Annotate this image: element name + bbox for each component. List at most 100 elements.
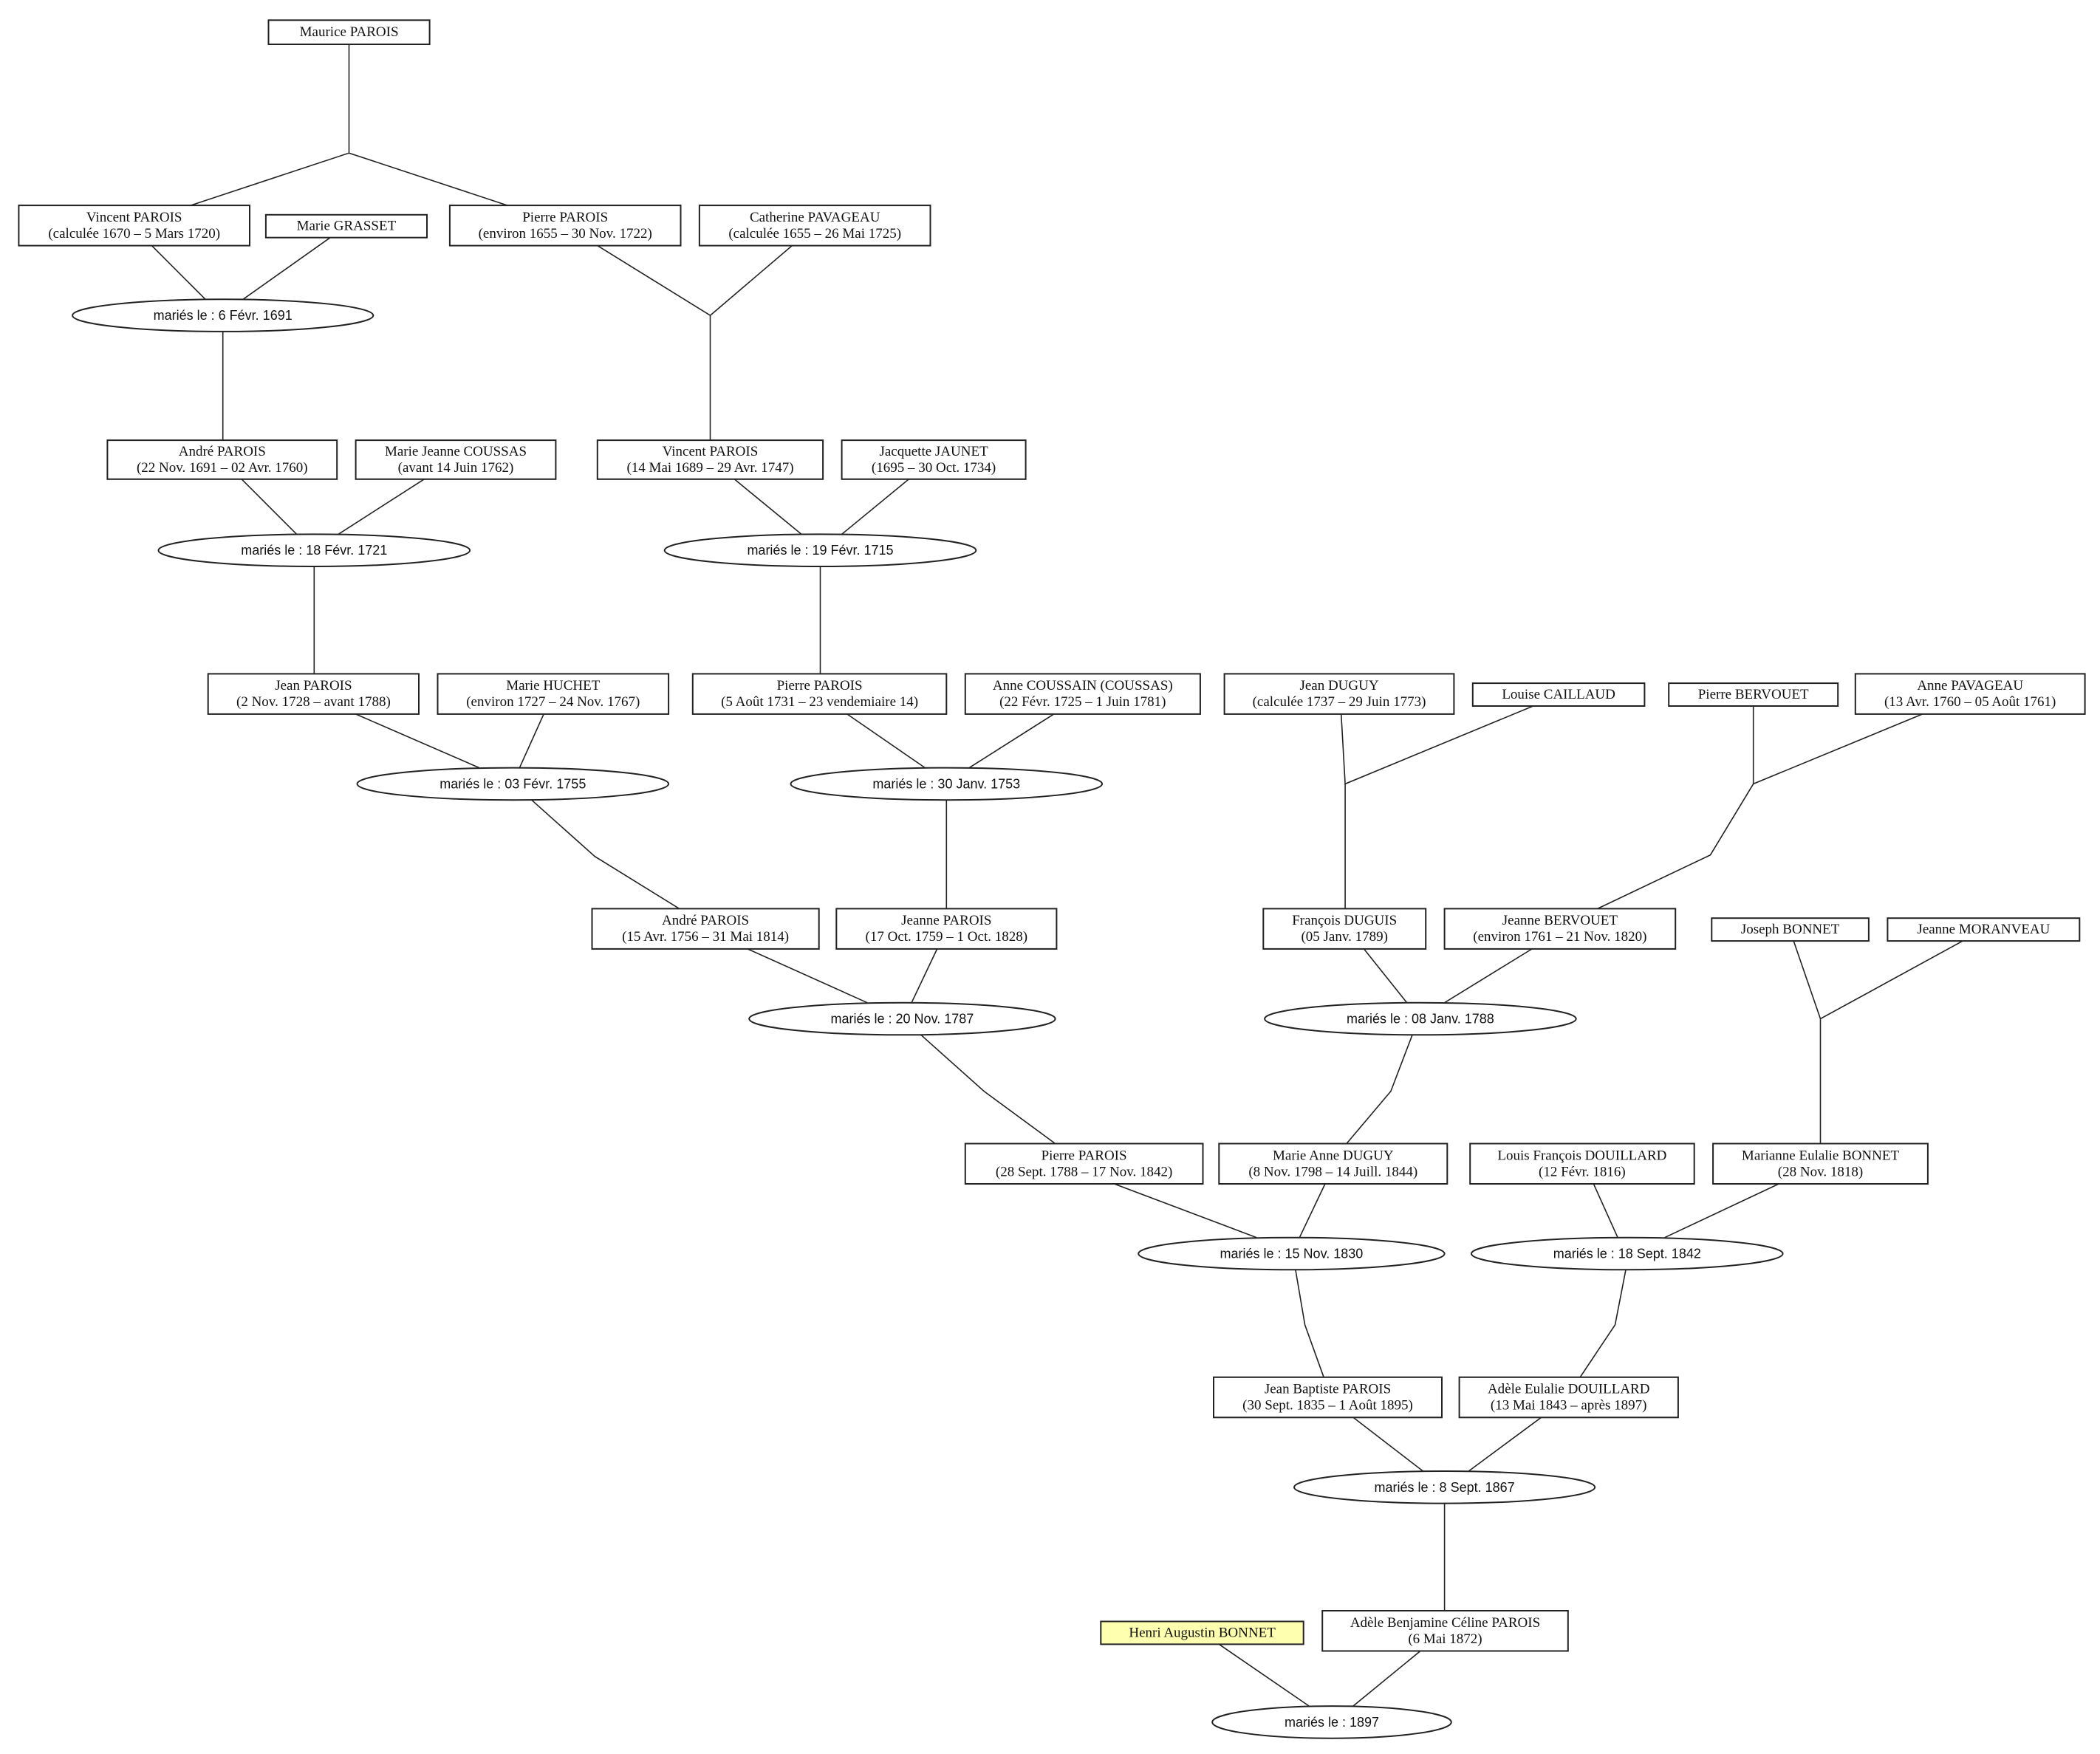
person-box bbox=[964, 673, 1201, 715]
marriage-label: mariés le : 20 Nov. 1787 bbox=[831, 1012, 974, 1027]
person-box bbox=[1471, 682, 1646, 707]
person-dates: (22 Nov. 1691 – 02 Avr. 1760) bbox=[137, 460, 308, 476]
person-node[interactable]: Vincent PAROIS(calculée 1670 – 5 Mars 17… bbox=[18, 205, 251, 247]
person-node[interactable]: Marie Anne DUGUY(8 Nov. 1798 – 14 Juill.… bbox=[1218, 1143, 1449, 1185]
person-node[interactable]: Louis François DOUILLARD(12 Févr. 1816) bbox=[1469, 1143, 1695, 1185]
person-node[interactable]: Pierre PAROIS(environ 1655 – 30 Nov. 172… bbox=[448, 205, 682, 247]
person-name: Jeanne MORANVEAU bbox=[1917, 922, 2050, 937]
person-node[interactable]: Jean PAROIS(2 Nov. 1728 – avant 1788) bbox=[207, 673, 420, 715]
person-node[interactable]: Maurice PAROIS bbox=[267, 19, 431, 45]
marriage-node[interactable]: mariés le : 03 Févr. 1755 bbox=[356, 767, 670, 801]
person-node[interactable]: Marianne Eulalie BONNET(28 Nov. 1818) bbox=[1712, 1143, 1929, 1185]
person-node[interactable]: Jean Baptiste PAROIS(30 Sept. 1835 – 1 A… bbox=[1213, 1376, 1443, 1419]
person-box bbox=[835, 908, 1058, 950]
marriage-ellipse bbox=[1138, 1236, 1446, 1271]
marriage-ellipse bbox=[1293, 1470, 1596, 1504]
connector-line bbox=[1295, 1270, 1324, 1378]
person-dates: (environ 1761 – 21 Nov. 1820) bbox=[1473, 929, 1646, 945]
marriage-node[interactable]: mariés le : 15 Nov. 1830 bbox=[1138, 1236, 1446, 1271]
person-node[interactable]: Adèle Eulalie DOUILLARD(13 Mai 1843 – ap… bbox=[1458, 1376, 1679, 1419]
person-node[interactable]: Jeanne PAROIS(17 Oct. 1759 – 1 Oct. 1828… bbox=[835, 908, 1058, 950]
marriage-node[interactable]: mariés le : 19 Févr. 1715 bbox=[663, 533, 977, 568]
person-node[interactable]: Marie GRASSET bbox=[264, 213, 428, 239]
person-box bbox=[841, 439, 1027, 480]
marriage-node[interactable]: mariés le : 18 Févr. 1721 bbox=[157, 533, 471, 568]
person-box bbox=[1100, 1620, 1304, 1645]
person-node[interactable]: Jacquette JAUNET(1695 – 30 Oct. 1734) bbox=[841, 439, 1027, 480]
connector-line bbox=[1593, 1183, 1618, 1239]
connector-line bbox=[241, 479, 298, 535]
person-node[interactable]: Jeanne MORANVEAU bbox=[1887, 917, 2081, 942]
marriage-ellipse bbox=[157, 533, 471, 568]
connector-line bbox=[1340, 705, 1533, 785]
person-box bbox=[1213, 1376, 1443, 1419]
person-node[interactable]: Pierre PAROIS(28 Sept. 1788 – 17 Nov. 18… bbox=[964, 1143, 1204, 1185]
marriage-node[interactable]: mariés le : 30 Janv. 1753 bbox=[790, 767, 1104, 801]
person-name: Marianne Eulalie BONNET bbox=[1742, 1148, 1900, 1163]
marriage-ellipse bbox=[663, 533, 977, 568]
marriage-node[interactable]: mariés le : 8 Sept. 1867 bbox=[1293, 1470, 1596, 1504]
person-name: Maurice PAROIS bbox=[300, 24, 399, 40]
person-dates: (28 Sept. 1788 – 17 Nov. 1842) bbox=[996, 1164, 1172, 1179]
person-node[interactable]: Vincent PAROIS(14 Mai 1689 – 29 Avr. 174… bbox=[596, 439, 824, 480]
person-box bbox=[1223, 673, 1455, 715]
connector-line bbox=[338, 479, 425, 535]
person-node[interactable]: André PAROIS(15 Avr. 1756 – 31 Mai 1814) bbox=[591, 908, 820, 950]
person-node[interactable]: Pierre BERVOUET bbox=[1668, 682, 1839, 707]
marriage-node[interactable]: mariés le : 18 Sept. 1842 bbox=[1471, 1236, 1784, 1271]
connector-line bbox=[1444, 948, 1533, 1004]
marriage-node[interactable]: mariés le : 1897 bbox=[1211, 1705, 1452, 1739]
marriage-label: mariés le : 1897 bbox=[1285, 1715, 1379, 1730]
marriage-node[interactable]: mariés le : 08 Janv. 1788 bbox=[1264, 1001, 1577, 1036]
person-dates: (05 Janv. 1789) bbox=[1301, 929, 1388, 945]
connector-line bbox=[1346, 1035, 1413, 1145]
person-node[interactable]: Louise CAILLAUD bbox=[1471, 682, 1646, 707]
person-dates: (calculée 1655 – 26 Mai 1725) bbox=[728, 226, 901, 241]
connector-line bbox=[841, 479, 909, 535]
person-dates: (2 Nov. 1728 – avant 1788) bbox=[236, 694, 391, 710]
person-name: Adèle Benjamine Céline PAROIS bbox=[1350, 1615, 1540, 1631]
marriage-label: mariés le : 03 Févr. 1755 bbox=[440, 776, 586, 791]
marriage-ellipse bbox=[790, 767, 1104, 801]
person-dates: (environ 1727 – 24 Nov. 1767) bbox=[466, 694, 640, 710]
marriage-label: mariés le : 15 Nov. 1830 bbox=[1220, 1247, 1364, 1261]
person-box bbox=[591, 908, 820, 950]
connector-line bbox=[1352, 1650, 1421, 1707]
person-node[interactable]: Marie Jeanne COUSSAS(avant 14 Juin 1762) bbox=[355, 439, 557, 480]
person-dates: (30 Sept. 1835 – 1 Août 1895) bbox=[1242, 1398, 1413, 1414]
person-box bbox=[1854, 673, 2086, 715]
marriage-node[interactable]: mariés le : 20 Nov. 1787 bbox=[748, 1001, 1056, 1036]
person-node[interactable]: Catherine PAVAGEAU(calculée 1655 – 26 Ma… bbox=[698, 205, 931, 247]
person-node[interactable]: Marie HUCHET(environ 1727 – 24 Nov. 1767… bbox=[437, 673, 670, 715]
person-node[interactable]: Henri Augustin BONNET bbox=[1100, 1620, 1304, 1645]
person-node[interactable]: François DUGUIS(05 Janv. 1789) bbox=[1262, 908, 1427, 950]
marriage-node[interactable]: mariés le : 6 Févr. 1691 bbox=[72, 298, 374, 332]
person-node[interactable]: André PAROIS(22 Nov. 1691 – 02 Avr. 1760… bbox=[106, 439, 338, 480]
connector-line bbox=[1363, 948, 1408, 1004]
connector-line bbox=[1468, 1416, 1542, 1472]
person-box bbox=[596, 439, 824, 480]
person-name: Louis François DOUILLARD bbox=[1497, 1148, 1666, 1163]
person-node[interactable]: Jean DUGUY(calculée 1737 – 29 Juin 1773) bbox=[1223, 673, 1455, 715]
person-box bbox=[355, 439, 557, 480]
person-name: Jean Baptiste PAROIS bbox=[1265, 1382, 1391, 1397]
person-box bbox=[437, 673, 670, 715]
marriage-ellipse bbox=[1471, 1236, 1784, 1271]
person-box bbox=[698, 205, 931, 247]
connector-line bbox=[911, 948, 938, 1004]
person-node[interactable]: Anne PAVAGEAU(13 Avr. 1760 – 05 Août 176… bbox=[1854, 673, 2086, 715]
person-dates: (calculée 1670 – 5 Mars 1720) bbox=[48, 226, 220, 241]
person-name: Jeanne BERVOUET bbox=[1502, 913, 1618, 928]
person-node[interactable]: Joseph BONNET bbox=[1711, 917, 1870, 942]
person-box bbox=[1469, 1143, 1695, 1185]
person-node[interactable]: Adèle Benjamine Céline PAROIS(6 Mai 1872… bbox=[1321, 1610, 1569, 1652]
person-node[interactable]: Anne COUSSAIN (COUSSAS)(22 Févr. 1725 – … bbox=[964, 673, 1201, 715]
person-name: Jacquette JAUNET bbox=[879, 444, 988, 459]
person-box bbox=[1712, 1143, 1929, 1185]
person-node[interactable]: Jeanne BERVOUET(environ 1761 – 21 Nov. 1… bbox=[1443, 908, 1677, 950]
marriage-label: mariés le : 6 Févr. 1691 bbox=[154, 308, 293, 323]
person-name: Vincent PAROIS bbox=[86, 210, 182, 225]
marriage-label: mariés le : 30 Janv. 1753 bbox=[872, 776, 1020, 791]
connector-line bbox=[847, 713, 926, 769]
person-node[interactable]: Pierre PAROIS(5 Août 1731 – 23 vendemiai… bbox=[691, 673, 948, 715]
